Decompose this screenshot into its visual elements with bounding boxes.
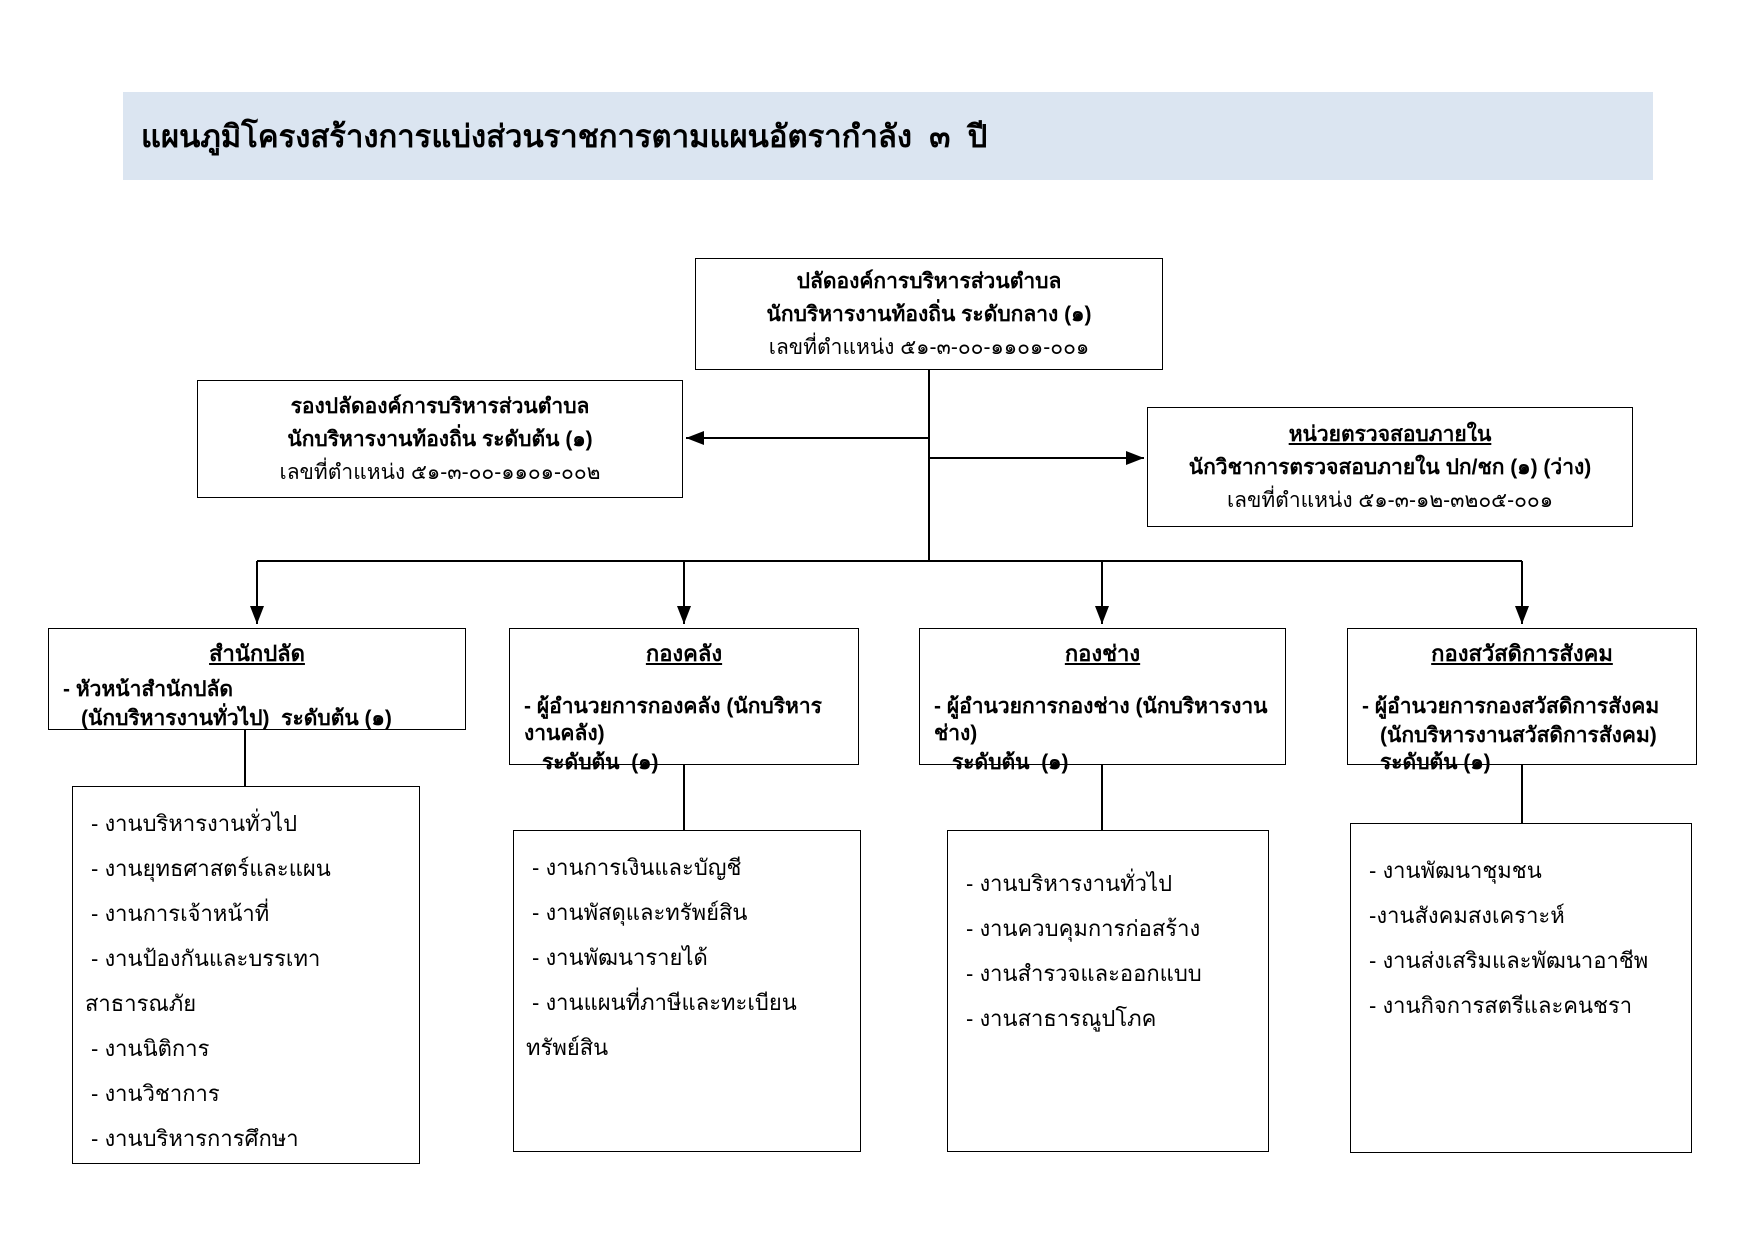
unit-item: - งานยุทธศาสตร์และแผน bbox=[91, 856, 331, 881]
unit-list: - งานการเงินและบัญชี - งานพัสดุและทรัพย์… bbox=[514, 845, 860, 1070]
dept-head-level: (นักบริหารงานสวัสดิการสังคม) ระดับต้น (๑… bbox=[1380, 724, 1663, 774]
dept-head-level: (นักบริหารงานทั่วไป) ระดับต้น (๑) bbox=[81, 707, 392, 730]
unit-item: - งานสำรวจและออกแบบ bbox=[966, 961, 1202, 986]
unit-item: -งานสังคมสงเคราะห์ bbox=[1369, 903, 1565, 928]
dept-head-position: - ผู้อำนวยการกองช่าง (นักบริหารงานช่าง) bbox=[934, 695, 1268, 745]
dept-head-position: - ผู้อำนวยการกองสวัสดิการสังคม bbox=[1362, 695, 1660, 718]
dept-title: กองสวัสดิการสังคม bbox=[1431, 641, 1613, 666]
position-title: รองปลัดองค์การบริหารส่วนตำบล bbox=[290, 394, 590, 418]
dept-social-welfare-division: กองสวัสดิการสังคม - ผู้อำนวยการกองสวัสดิ… bbox=[1347, 628, 1697, 774]
unit-list-office-of-clerk: - งานบริหารงานทั่วไป - งานยุทธศาสตร์และแ… bbox=[72, 786, 420, 1164]
position-number: เลขที่ตำแหน่ง ๕๑-๓-๐๐-๑๑๐๑-๐๐๑ bbox=[768, 335, 1090, 359]
dept-head-level: ระดับต้น (๑) bbox=[542, 751, 659, 774]
dept-office-of-clerk: สำนักปลัด - หัวหน้าสำนักปลัด (นักบริหารง… bbox=[48, 628, 466, 730]
position-class: นักบริหารงานท้องถิ่น ระดับกลาง (๑) bbox=[766, 302, 1092, 326]
unit-item: - งานป้องกันและบรรเทา bbox=[91, 946, 321, 971]
dept-head-level: ระดับต้น (๑) bbox=[952, 751, 1069, 774]
unit-item: - งานแผนที่ภาษีและทะเบียน bbox=[532, 990, 797, 1015]
position-number: เลขที่ตำแหน่ง ๕๑-๓-๑๒-๓๒๐๕-๐๐๑ bbox=[1226, 488, 1554, 512]
dept-title: สำนักปลัด bbox=[209, 641, 305, 666]
unit-item: - งานบริหารงานทั่วไป bbox=[966, 871, 1173, 896]
unit-item: - งานพัฒนารายได้ bbox=[532, 945, 708, 970]
position-class: นักบริหารงานท้องถิ่น ระดับต้น (๑) bbox=[287, 427, 593, 451]
unit-item-continued: สาธารณภัย bbox=[85, 991, 197, 1016]
node-internal-audit-unit: หน่วยตรวจสอบภายใน นักวิชาการตรวจสอบภายใน… bbox=[1147, 407, 1633, 527]
unit-list: - งานพัฒนาชุมชน -งานสังคมสงเคราะห์ - งาน… bbox=[1351, 848, 1691, 1028]
unit-list: - งานบริหารงานทั่วไป - งานยุทธศาสตร์และแ… bbox=[73, 801, 419, 1161]
unit-list-social-welfare-division: - งานพัฒนาชุมชน -งานสังคมสงเคราะห์ - งาน… bbox=[1350, 823, 1692, 1153]
unit-item: - งานบริหารการศึกษา bbox=[91, 1126, 299, 1151]
position-title: ปลัดองค์การบริหารส่วนตำบล bbox=[796, 269, 1062, 293]
unit-item: - งานพัฒนาชุมชน bbox=[1369, 858, 1542, 883]
unit-list: - งานบริหารงานทั่วไป - งานควบคุมการก่อสร… bbox=[948, 861, 1268, 1041]
unit-item: - งานสาธารณูปโภค bbox=[966, 1006, 1157, 1031]
dept-finance-division: กองคลัง - ผู้อำนวยการกองคลัง (นักบริหารง… bbox=[509, 628, 859, 774]
unit-item: - งานการเจ้าหน้าที่ bbox=[91, 901, 270, 926]
node-chief-administrator: ปลัดองค์การบริหารส่วนตำบล นักบริหารงานท้… bbox=[695, 258, 1163, 370]
unit-item: - งานส่งเสริมและพัฒนาอาชีพ bbox=[1369, 948, 1649, 973]
dept-head-position: - ผู้อำนวยการกองคลัง (นักบริหารงานคลัง) bbox=[524, 695, 822, 745]
unit-item: - งานนิติการ bbox=[91, 1036, 210, 1061]
page-title: แผนภูมิโครงสร้างการแบ่งส่วนราชการตามแผนอ… bbox=[123, 92, 1653, 180]
unit-list-finance-division: - งานการเงินและบัญชี - งานพัสดุและทรัพย์… bbox=[513, 830, 861, 1152]
unit-item-continued: ทรัพย์สิน bbox=[526, 1035, 609, 1060]
node-deputy-administrator: รองปลัดองค์การบริหารส่วนตำบล นักบริหารงา… bbox=[197, 380, 683, 498]
unit-item: - งานพัสดุและทรัพย์สิน bbox=[532, 900, 748, 925]
position-class: นักวิชาการตรวจสอบภายใน ปก/ชก (๑) (ว่าง) bbox=[1188, 455, 1592, 479]
unit-item: - งานกิจการสตรีและคนชรา bbox=[1369, 993, 1633, 1018]
dept-title: กองคลัง bbox=[645, 641, 723, 666]
unit-title: หน่วยตรวจสอบภายใน bbox=[1288, 422, 1492, 446]
unit-item: - งานบริหารงานทั่วไป bbox=[91, 811, 298, 836]
position-number: เลขที่ตำแหน่ง ๕๑-๓-๐๐-๑๑๐๑-๐๐๒ bbox=[279, 460, 601, 484]
unit-item: - งานการเงินและบัญชี bbox=[532, 855, 742, 880]
dept-title: กองช่าง bbox=[1064, 641, 1141, 666]
unit-list-engineering-division: - งานบริหารงานทั่วไป - งานควบคุมการก่อสร… bbox=[947, 830, 1269, 1152]
unit-item: - งานควบคุมการก่อสร้าง bbox=[966, 916, 1201, 941]
dept-head-position: - หัวหน้าสำนักปลัด bbox=[63, 678, 233, 701]
dept-engineering-division: กองช่าง - ผู้อำนวยการกองช่าง (นักบริหารง… bbox=[919, 628, 1286, 774]
unit-item: - งานวิชาการ bbox=[91, 1081, 220, 1106]
